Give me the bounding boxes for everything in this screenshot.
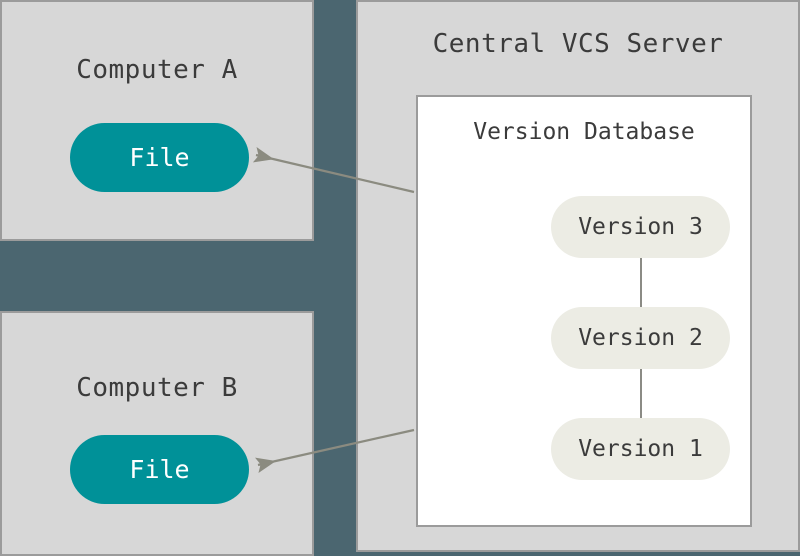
version-2-node[interactable]: Version 2 <box>551 307 730 369</box>
version-database-title: Version Database <box>473 119 695 145</box>
computer-b-panel: Computer B File <box>0 311 314 556</box>
computer-a-title: Computer A <box>76 55 238 85</box>
central-vcs-server-title: Central VCS Server <box>432 29 724 59</box>
computer-a-file-node[interactable]: File <box>70 123 249 192</box>
connector-version3-version2 <box>640 258 642 307</box>
version-3-node[interactable]: Version 3 <box>551 196 730 258</box>
computer-b-file-node[interactable]: File <box>70 435 249 504</box>
connector-version2-version1 <box>640 369 642 418</box>
version-database-panel: Version Database Version 3 Version 2 Ver… <box>416 95 752 527</box>
computer-b-title: Computer B <box>76 373 238 403</box>
version-2-label: Version 2 <box>578 325 703 351</box>
version-1-node[interactable]: Version 1 <box>551 418 730 480</box>
version-3-label: Version 3 <box>578 214 703 240</box>
central-vcs-server-panel: Central VCS Server Version Database Vers… <box>356 0 800 552</box>
computer-a-panel: Computer A File <box>0 0 314 241</box>
computer-b-file-label: File <box>129 455 190 484</box>
version-1-label: Version 1 <box>578 436 703 462</box>
computer-a-file-label: File <box>129 143 190 172</box>
